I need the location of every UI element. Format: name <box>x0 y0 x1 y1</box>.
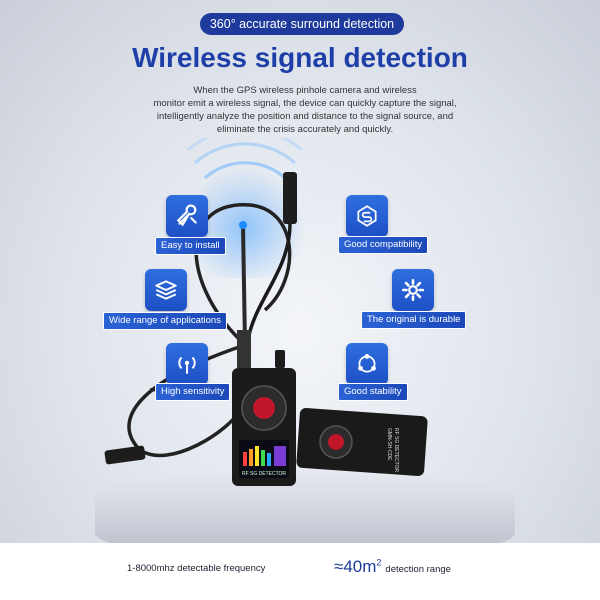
range-label: detection range <box>385 564 451 575</box>
feature-durable: The original is durable <box>361 311 467 329</box>
frequency-spec: 1-8000mhz detectable frequency <box>127 563 266 574</box>
headline: Wireless signal detection <box>132 42 468 73</box>
description-line: monitor emit a wireless signal, the devi… <box>153 98 457 109</box>
screen-text: RF SG DETECTOR <box>242 471 286 477</box>
range-spec: ≈40m2detection range <box>334 557 451 577</box>
feature-stability: Good stability <box>338 383 408 401</box>
feature-sensitivity: High sensitivity <box>155 383 231 401</box>
device-label: RF SG DETECTOR <box>393 428 399 472</box>
tools-icon <box>166 195 208 237</box>
description-line: When the GPS wireless pinhole camera and… <box>193 85 417 96</box>
feature-easy-install: Easy to install <box>155 237 226 255</box>
layers-icon <box>145 269 187 311</box>
feature-badge: 360° accurate surround detection <box>200 13 404 35</box>
gear-icon <box>392 269 434 311</box>
signal-icon <box>166 343 208 385</box>
feature-compatibility: Good compatibility <box>338 236 429 254</box>
feature-wide-range: Wide range of applications <box>103 312 227 330</box>
device-model: GMN-SH-CDE <box>386 428 392 461</box>
footer-bar: 1-8000mhz detectable frequency ≈40m2dete… <box>0 543 600 600</box>
description-line: intelligently analyze the position and d… <box>156 111 454 122</box>
range-value: ≈40m2 <box>334 557 382 576</box>
description: When the GPS wireless pinhole camera and… <box>140 84 470 136</box>
cycle-icon <box>346 343 388 385</box>
link-s-icon <box>346 195 388 237</box>
description-line: eliminate the crisis accurately and quic… <box>216 124 394 135</box>
